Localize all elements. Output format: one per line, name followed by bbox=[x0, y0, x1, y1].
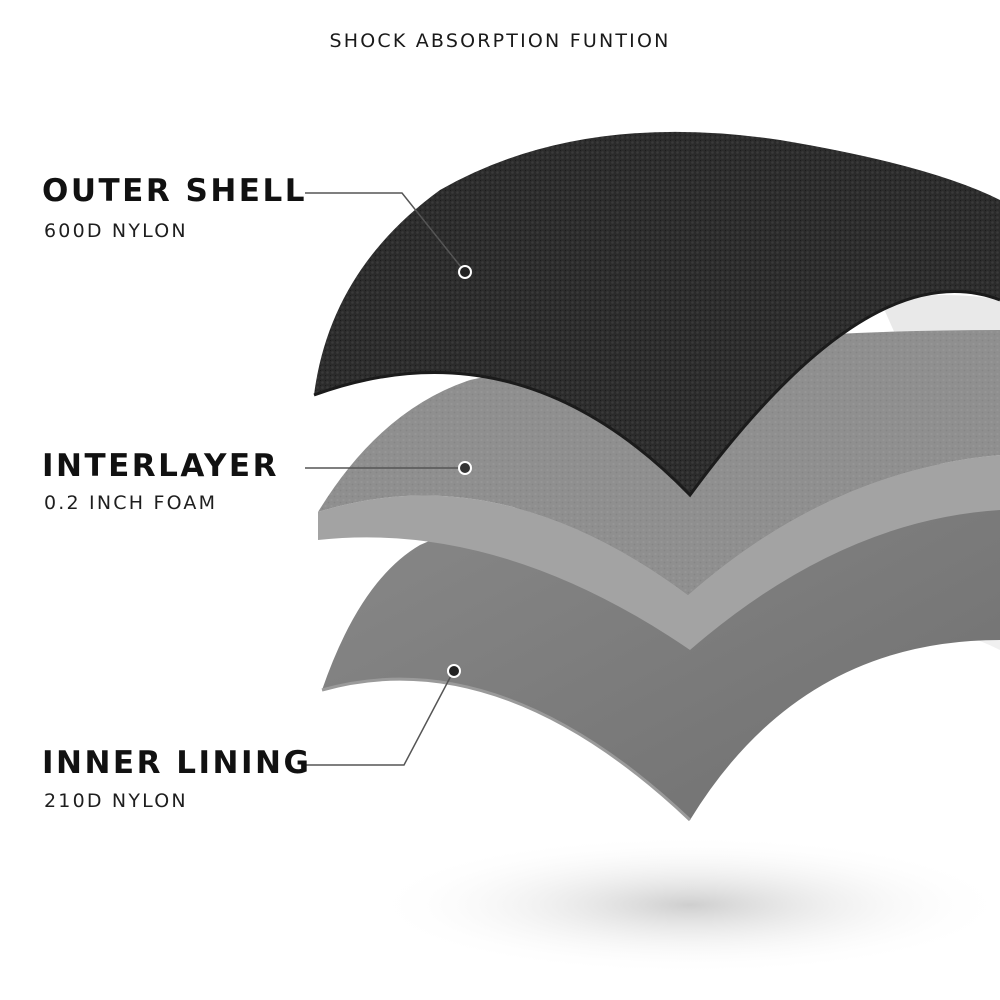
interlayer-foam-side bbox=[318, 455, 1000, 650]
outer-shell-title: OUTER SHELL bbox=[42, 173, 307, 209]
outer-shell-leader-line bbox=[305, 192, 466, 273]
outer-shell-edge bbox=[313, 290, 1000, 498]
inner-lining-material: 210D NYLON bbox=[44, 790, 188, 812]
outer-shell-layer bbox=[314, 131, 1000, 495]
diagram-heading: SHOCK ABSORPTION FUNTION bbox=[329, 30, 671, 52]
outer-shell-marker bbox=[458, 265, 472, 279]
interlayer-marker bbox=[458, 461, 472, 475]
floor-shadow bbox=[370, 835, 1000, 975]
interlayer-title: INTERLAYER bbox=[42, 448, 279, 484]
inner-lining-edge bbox=[321, 677, 692, 822]
inner-lining-title: INNER LINING bbox=[42, 745, 312, 781]
inner-lining-leader-line bbox=[305, 671, 454, 766]
outer-shell-material: 600D NYLON bbox=[44, 220, 188, 242]
inner-lining-marker bbox=[447, 664, 461, 678]
interlayer-material: 0.2 INCH FOAM bbox=[44, 492, 218, 514]
